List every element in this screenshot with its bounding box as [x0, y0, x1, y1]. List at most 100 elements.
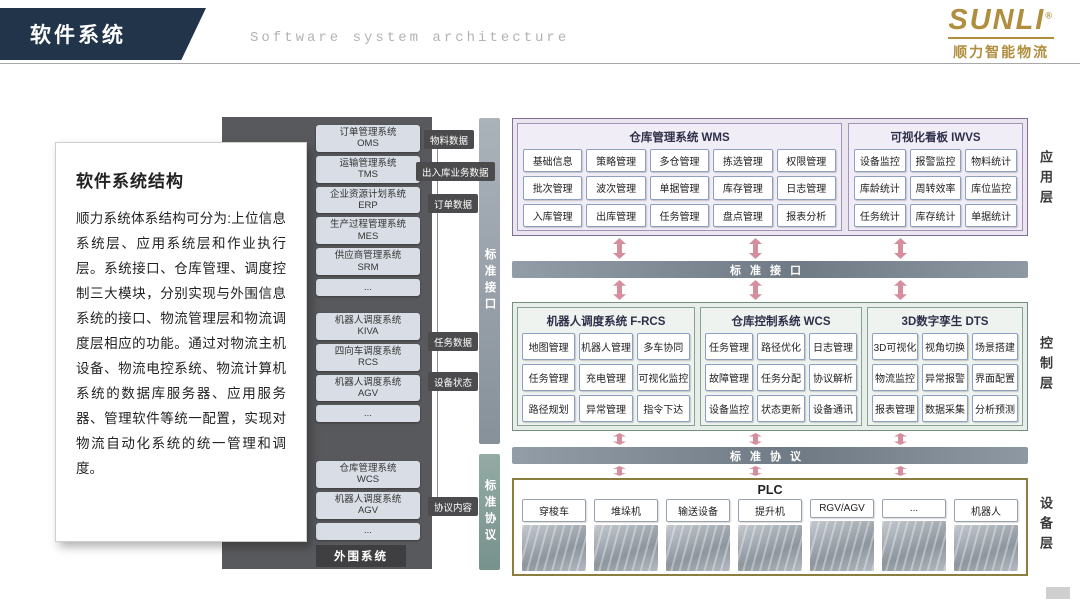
- flow-arrow-icon: [894, 280, 907, 300]
- module-button[interactable]: 分析预测: [972, 395, 1018, 422]
- control-layer-label: 控制层: [1038, 336, 1053, 396]
- peripheral-system-button[interactable]: 四向车调度系统 RCS: [316, 343, 420, 371]
- module-button[interactable]: 设备监控: [705, 395, 753, 422]
- module-button[interactable]: 异常管理: [579, 395, 633, 422]
- module-button[interactable]: 单据统计: [965, 203, 1017, 227]
- module-button[interactable]: 基础信息: [523, 149, 583, 173]
- module-button[interactable]: 盘点管理: [713, 203, 773, 227]
- module-button[interactable]: 充电管理: [579, 364, 633, 391]
- peripheral-system-button[interactable]: ...: [316, 405, 420, 423]
- module-button[interactable]: 库存统计: [909, 203, 962, 227]
- module-button[interactable]: 路径优化: [757, 333, 805, 360]
- system-name: 订单管理系统: [339, 127, 397, 138]
- system-abbr: MES: [357, 230, 379, 242]
- module-button[interactable]: 波次管理: [586, 176, 646, 200]
- module-button[interactable]: 可视化监控: [636, 364, 690, 391]
- module-button[interactable]: 任务分配: [757, 364, 805, 391]
- system-abbr: RCS: [357, 357, 379, 369]
- data-flow-label: 任务数据: [428, 332, 479, 351]
- wcs-title: 仓库控制系统 WCS: [731, 316, 831, 328]
- flow-arrow-icon: [749, 433, 762, 445]
- module-button[interactable]: 设备通讯: [809, 395, 857, 422]
- device-button[interactable]: 穿梭车: [522, 499, 586, 522]
- module-button[interactable]: 界面配置: [972, 364, 1018, 391]
- standard-interface-vertical-bar: 标准接口: [479, 118, 500, 444]
- module-button[interactable]: 库存管理: [713, 176, 773, 200]
- module-button[interactable]: 故障管理: [705, 364, 753, 391]
- module-button[interactable]: 任务管理: [649, 203, 710, 227]
- peripheral-system-button[interactable]: ...: [316, 278, 420, 296]
- peripheral-system-button[interactable]: 机器人调度系统 AGV: [316, 491, 420, 519]
- peripheral-system-button[interactable]: 机器人调度系统 KIVA: [316, 313, 420, 340]
- control-layer-block: 机器人调度系统 F-RCS 地图管理机器人管理多车协同任务管理充电管理可视化监控…: [512, 302, 1028, 431]
- module-button[interactable]: 任务统计: [854, 203, 906, 227]
- system-abbr: ERP: [358, 199, 378, 211]
- device-button[interactable]: ...: [882, 499, 946, 518]
- module-button[interactable]: 状态更新: [757, 395, 805, 422]
- header-divider: [0, 63, 1080, 64]
- peripheral-system-button[interactable]: 生产过程管理系统 MES: [316, 217, 420, 245]
- module-button[interactable]: 单据管理: [649, 176, 710, 200]
- application-layer-block: 仓库管理系统 WMS 基础信息策略管理多仓管理拣选管理权限管理批次管理波次管理单…: [512, 118, 1028, 236]
- module-button[interactable]: 3D可视化: [872, 333, 918, 360]
- system-abbr: AGV: [357, 505, 379, 517]
- module-button[interactable]: 拣选管理: [713, 149, 773, 173]
- module-button[interactable]: 多车协同: [636, 333, 690, 360]
- module-button[interactable]: 视角切换: [922, 333, 968, 360]
- module-button[interactable]: 任务管理: [705, 333, 753, 360]
- module-button[interactable]: 设备监控: [854, 149, 906, 173]
- module-button[interactable]: 物料统计: [965, 149, 1017, 173]
- peripheral-system-button[interactable]: 订单管理系统 OMS: [316, 125, 420, 152]
- module-button[interactable]: 策略管理: [586, 149, 646, 173]
- flow-arrow-icon: [894, 238, 907, 259]
- iwvs-section: 可视化看板 IWVS 设备监控报警监控物料统计库龄统计周转效率库位监控任务统计库…: [848, 123, 1023, 231]
- peripheral-group-dispatch: 机器人调度系统 KIVA 四向车调度系统 RCS 机器人调度系统 AGV ...: [316, 313, 420, 423]
- module-button[interactable]: 库位监控: [965, 176, 1017, 200]
- device-button[interactable]: RGV/AGV: [810, 499, 874, 518]
- brand-text: SUNLI: [948, 4, 1046, 36]
- module-button[interactable]: 场景搭建: [972, 333, 1018, 360]
- module-button[interactable]: 日志管理: [776, 176, 836, 200]
- registered-mark-icon: ®: [1045, 10, 1054, 21]
- device-button[interactable]: 堆垛机: [594, 499, 658, 522]
- module-button[interactable]: 多仓管理: [649, 149, 710, 173]
- device-button[interactable]: 提升机: [738, 499, 802, 522]
- module-button[interactable]: 日志管理: [809, 333, 857, 360]
- device-button[interactable]: 机器人: [954, 499, 1018, 522]
- peripheral-system-button[interactable]: 供应商管理系统 SRM: [316, 248, 420, 275]
- data-flow-label: 协议内容: [428, 497, 479, 516]
- system-abbr: OMS: [357, 138, 379, 150]
- data-flow-label: 物料数据: [424, 130, 475, 149]
- module-button[interactable]: 地图管理: [522, 333, 576, 360]
- peripheral-system-button[interactable]: 仓库管理系统 WCS: [316, 461, 420, 488]
- peripheral-system-button[interactable]: ...: [316, 522, 420, 540]
- device-photo: [666, 525, 730, 571]
- module-button[interactable]: 协议解析: [809, 364, 857, 391]
- module-button[interactable]: 指令下达: [636, 395, 690, 422]
- peripheral-system-button[interactable]: 运输管理系统 TMS: [316, 155, 420, 183]
- module-button[interactable]: 批次管理: [523, 176, 583, 200]
- module-button[interactable]: 权限管理: [776, 149, 836, 173]
- device-item: ...: [882, 499, 946, 571]
- intro-title: 软件系统结构: [76, 172, 184, 191]
- module-button[interactable]: 异常报警: [922, 364, 968, 391]
- module-button[interactable]: 入库管理: [523, 203, 583, 227]
- device-button[interactable]: 输送设备: [666, 499, 730, 522]
- module-button[interactable]: 报警监控: [909, 149, 962, 173]
- module-button[interactable]: 任务管理: [522, 364, 576, 391]
- module-button[interactable]: 路径规划: [522, 395, 576, 422]
- module-button[interactable]: 数据采集: [922, 395, 968, 422]
- peripheral-system-button[interactable]: 企业资源计划系统 ERP: [316, 186, 420, 214]
- module-button[interactable]: 物流监控: [872, 364, 918, 391]
- standard-interface-bar: 标准接口: [512, 261, 1028, 278]
- system-abbr: SRM: [357, 261, 379, 273]
- module-button[interactable]: 库龄统计: [854, 176, 906, 200]
- device-photo: [954, 525, 1018, 571]
- module-button[interactable]: 出库管理: [586, 203, 646, 227]
- module-button[interactable]: 周转效率: [909, 176, 962, 200]
- module-button[interactable]: 报表分析: [776, 203, 836, 227]
- module-button[interactable]: 机器人管理: [579, 333, 633, 360]
- peripheral-system-button[interactable]: 机器人调度系统 AGV: [316, 374, 420, 402]
- device-item: 输送设备: [666, 499, 730, 571]
- module-button[interactable]: 报表管理: [872, 395, 918, 422]
